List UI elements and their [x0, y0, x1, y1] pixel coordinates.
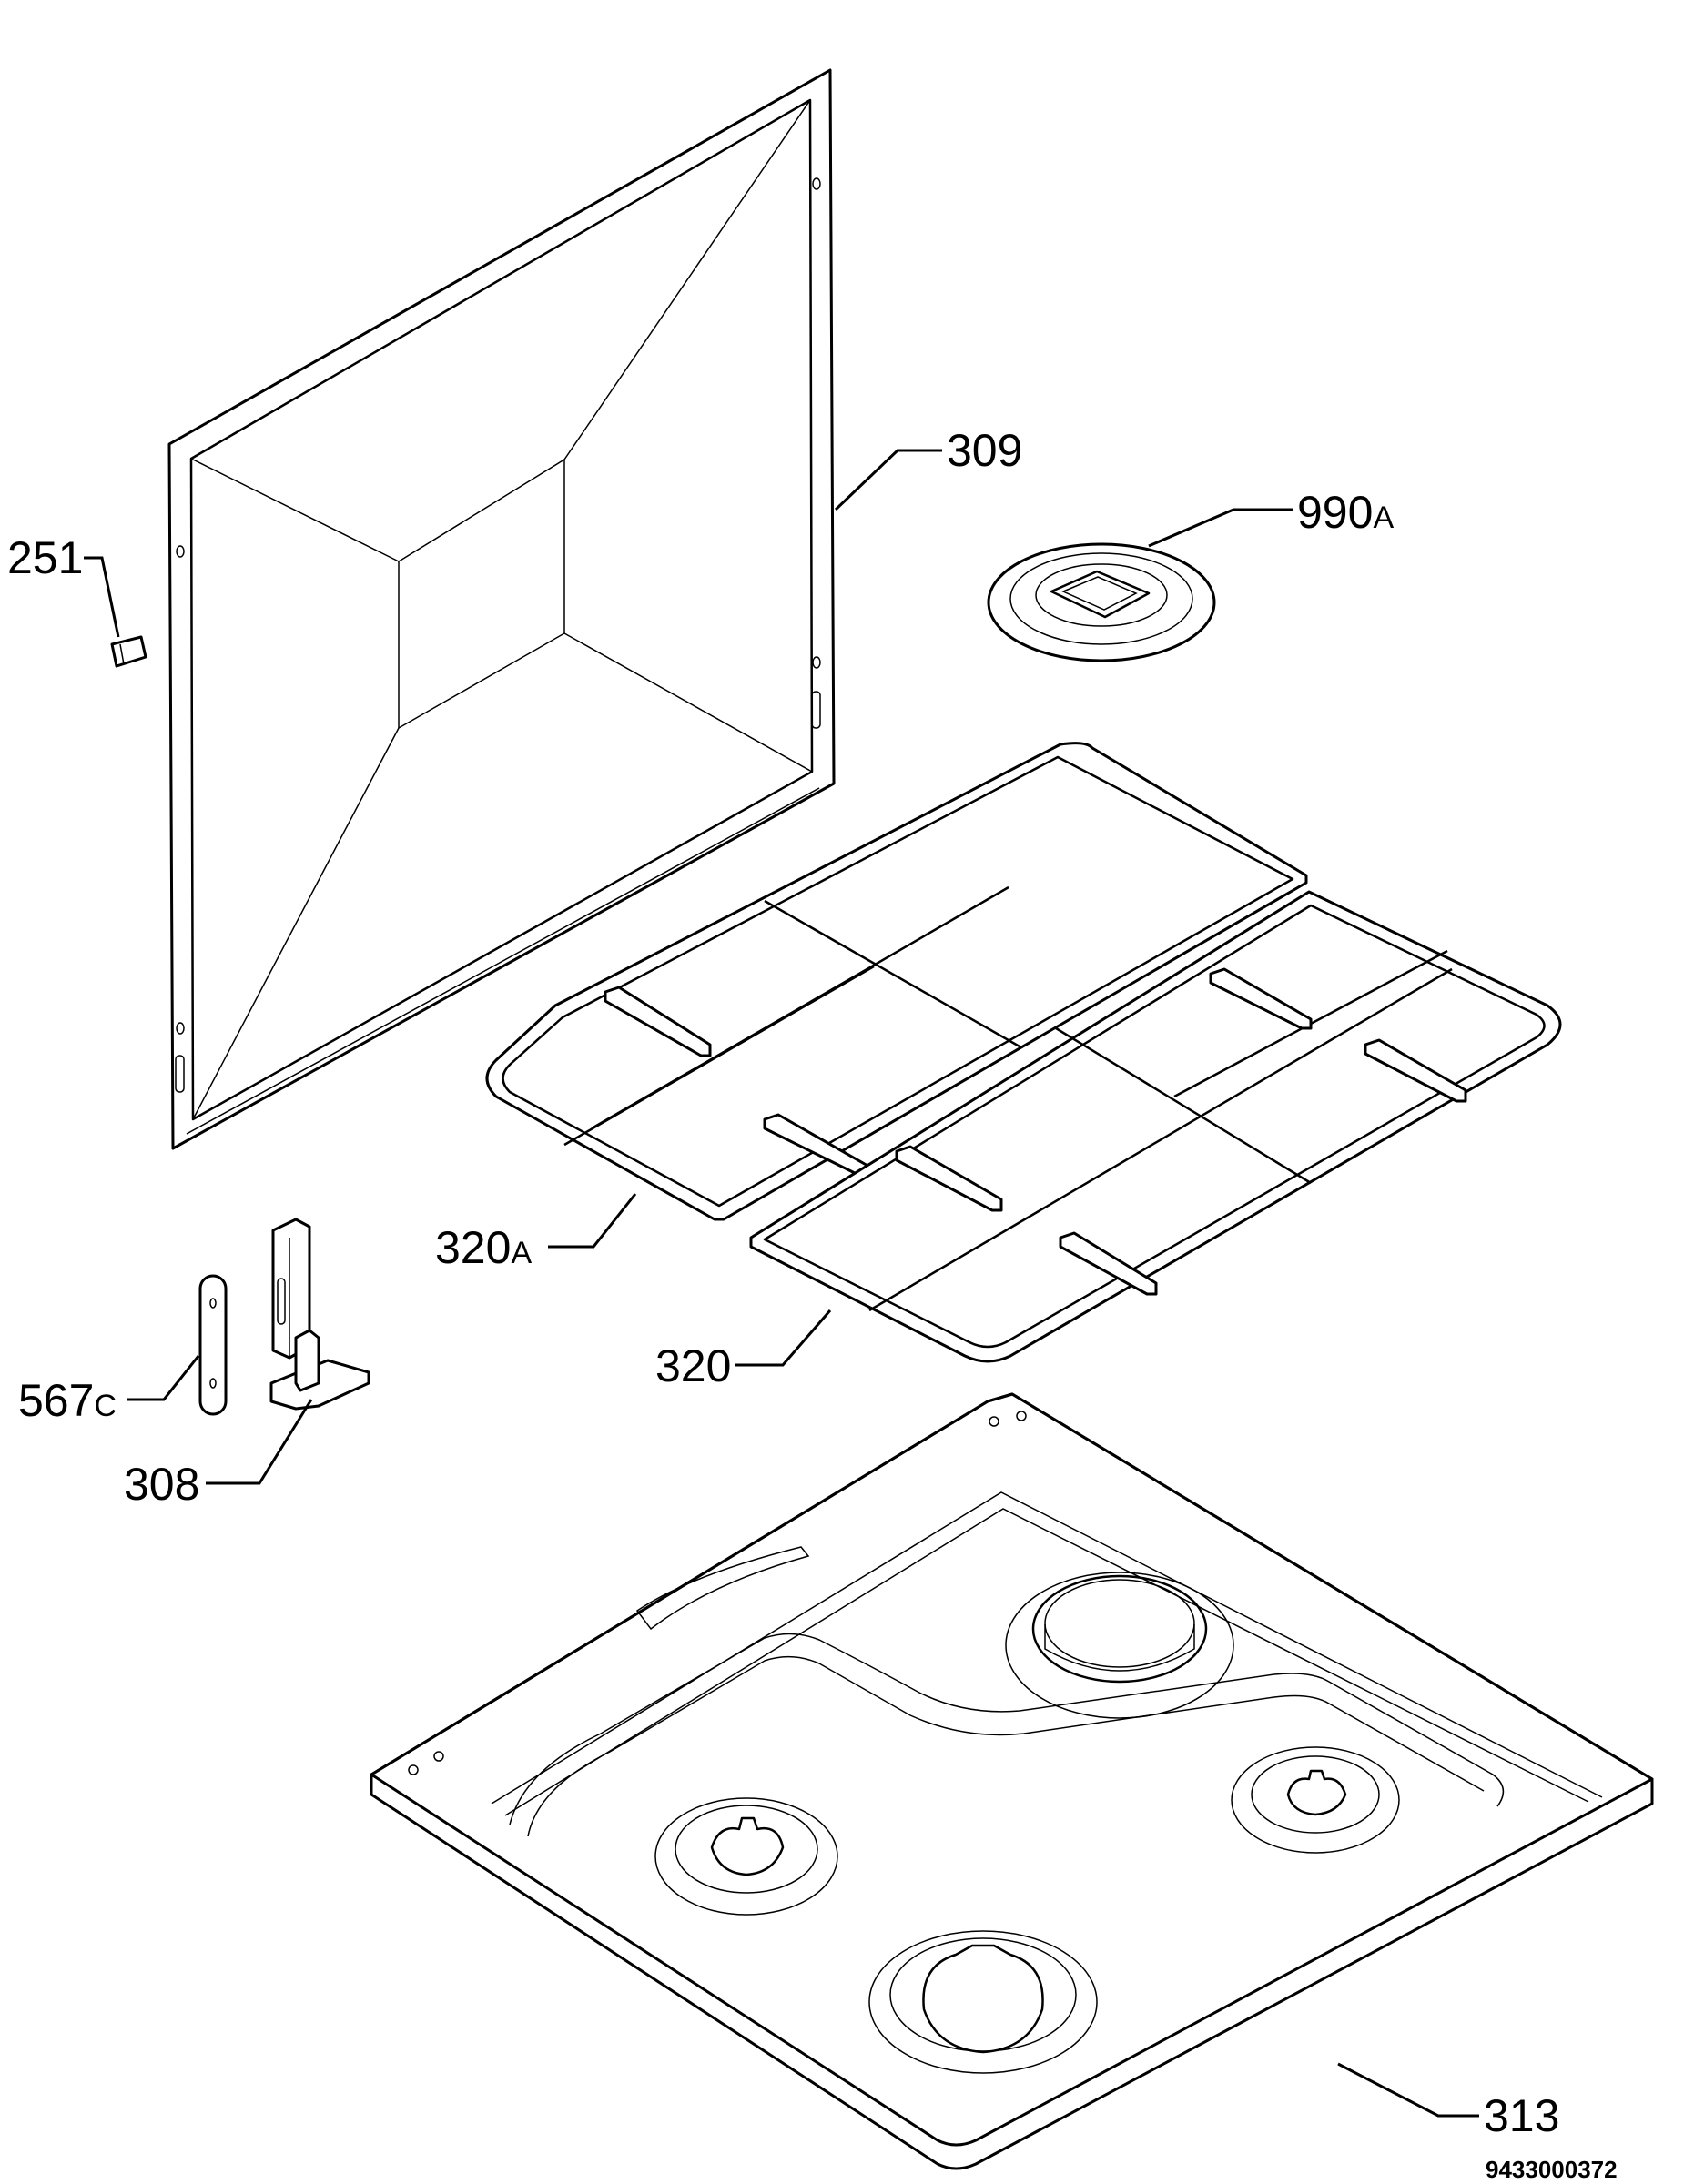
callout-320a: 320A: [435, 1222, 532, 1273]
callout-308: 308: [124, 1459, 199, 1510]
part-320-pan-support: [749, 890, 1562, 1363]
leader-990a: [1148, 508, 1293, 548]
leader-567c: [127, 1355, 200, 1401]
leader-320: [735, 1309, 832, 1367]
part-308-hinge: [269, 1218, 370, 1410]
callout-313: 313: [1484, 2090, 1559, 2141]
leader-313: [1337, 2062, 1479, 2118]
callout-567c: 567C: [18, 1375, 117, 1426]
part-309-lid: [167, 68, 836, 1150]
part-320a-pan-support: [485, 742, 1308, 1221]
leader-308: [206, 1399, 313, 1485]
callout-990a: 990A: [1297, 487, 1394, 538]
part-251-clip: [110, 635, 147, 668]
callout-320: 320: [655, 1340, 731, 1391]
document-number: 9433000372: [1486, 2156, 1618, 2183]
leader-309: [834, 449, 942, 511]
part-313-hob-top: [370, 1392, 1654, 2170]
part-990a-burner-cap: [987, 542, 1216, 662]
callout-251: 251: [7, 532, 83, 583]
part-567c-spacer: [198, 1274, 228, 1416]
callout-309: 309: [947, 425, 1022, 476]
leader-251: [84, 556, 120, 638]
leader-320a: [548, 1193, 637, 1249]
